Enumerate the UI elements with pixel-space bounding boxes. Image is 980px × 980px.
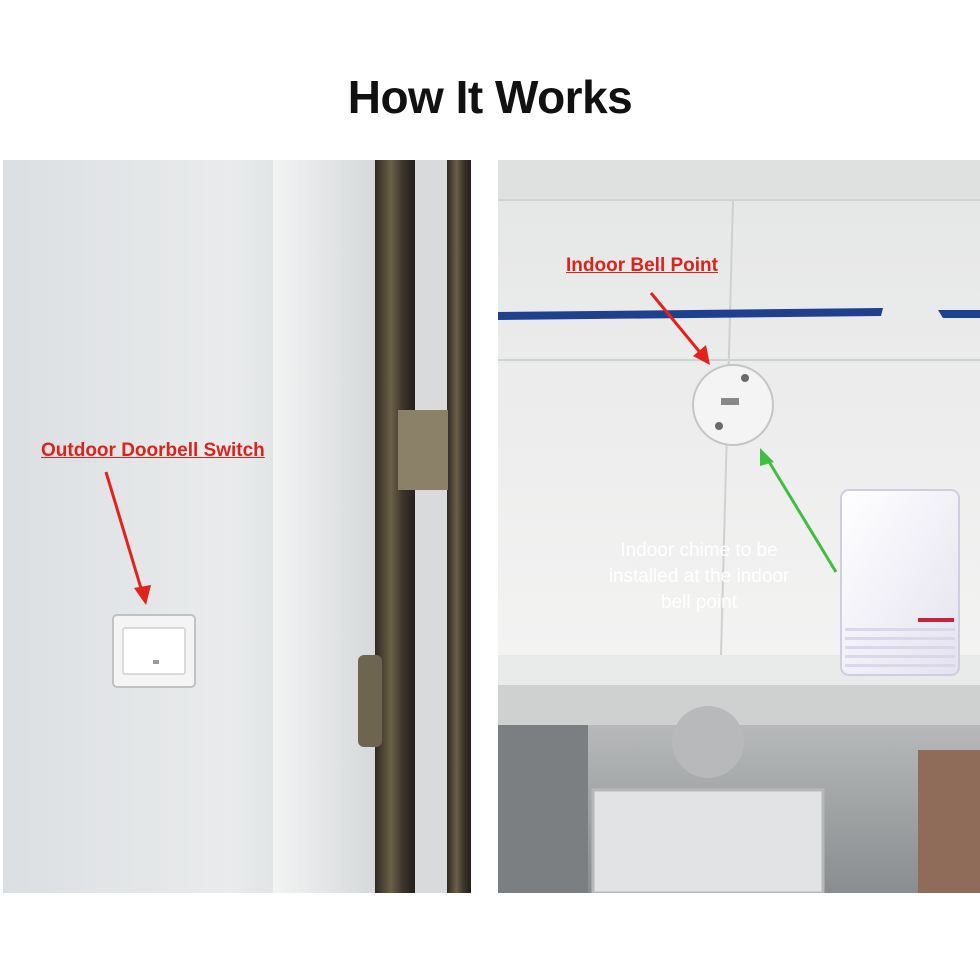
arrow-to-bell-point: [649, 292, 705, 357]
ceiling-light: [672, 706, 744, 778]
outdoor-switch-label: Outdoor Doorbell Switch: [41, 440, 265, 461]
page-title: How It Works: [347, 71, 633, 123]
lower-door: [591, 788, 825, 893]
metal-bar-left: [375, 160, 415, 893]
indoor-bell-point-label: Indoor Bell Point: [566, 255, 718, 276]
door-hinge: [358, 655, 382, 747]
installation-photo: Outdoor Doorbell Switch Indoor Bell Poin…: [3, 160, 980, 893]
metal-bar-right: [447, 160, 471, 893]
chime-note-line2: installed at the indoor: [608, 566, 790, 587]
chime-note-line1: Indoor chime to be: [620, 540, 778, 561]
door-latch-plate: [398, 410, 448, 490]
chime-note-line3: bell point: [660, 592, 738, 613]
chime-note: Indoor chime to be installed at the indo…: [589, 538, 809, 616]
arrow-chime-to-point: [766, 459, 838, 573]
door-frame-edge: [273, 160, 378, 893]
blue-stripe: [498, 308, 883, 320]
arrow-to-switch: [104, 471, 145, 596]
